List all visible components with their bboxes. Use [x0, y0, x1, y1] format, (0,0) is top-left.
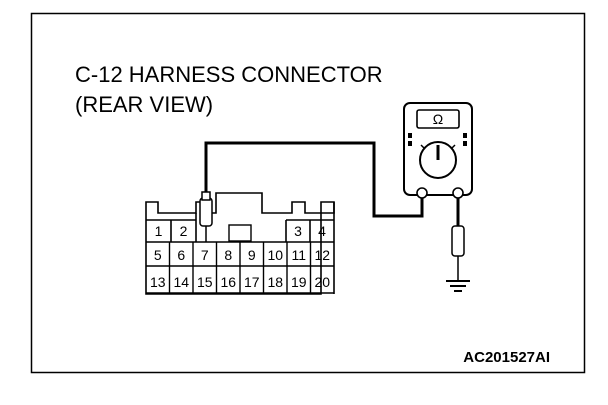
pin-label-10: 10 [267, 247, 283, 263]
pin-label-5: 5 [154, 247, 162, 263]
pin-label-11: 11 [291, 247, 306, 263]
meter-display [416, 109, 460, 129]
range-mark [408, 133, 412, 138]
pin-label-15: 15 [197, 274, 213, 290]
range-mark [463, 141, 467, 146]
pin-label-16: 16 [220, 274, 236, 290]
dial-tick [420, 144, 426, 150]
pin-label-1: 1 [155, 223, 163, 239]
pin-label-18: 18 [267, 274, 283, 290]
ground-probe-body [451, 225, 465, 257]
range-mark [463, 133, 467, 138]
diagram-title-line1: C-12 HARNESS CONNECTOR [75, 62, 383, 87]
probe-pin7 [199, 191, 213, 242]
figure-frame [30, 12, 586, 374]
connector-latch [228, 224, 252, 242]
pin-label-9: 9 [248, 247, 256, 263]
ohm-icon: Ω [433, 111, 443, 127]
pin-label-20: 20 [314, 274, 330, 290]
pin-label-19: 19 [291, 274, 307, 290]
probe-collar [201, 191, 211, 201]
figure-code: AC201527AI [463, 349, 550, 366]
pin-label-7: 7 [201, 247, 209, 263]
probe-body [199, 197, 213, 227]
pin-label-14: 14 [173, 274, 189, 290]
meter-jack-left [416, 187, 428, 199]
diagram-title-line2: (REAR VIEW) [75, 92, 213, 117]
pin-label-17: 17 [244, 274, 260, 290]
pin-label-3: 3 [294, 223, 302, 239]
pin-label-2: 2 [180, 223, 188, 239]
ground-lead [451, 198, 465, 280]
pin-label-4: 4 [318, 223, 326, 239]
pin-label-8: 8 [224, 247, 232, 263]
ground-icon [446, 280, 470, 292]
pin-label-6: 6 [177, 247, 185, 263]
pin-label-13: 13 [150, 274, 166, 290]
meter-jack-right [452, 187, 464, 199]
multimeter: Ω [403, 102, 473, 199]
dial-tick [450, 144, 456, 150]
test-lead-wire [204, 141, 424, 218]
range-mark [408, 141, 412, 146]
pin-label-12: 12 [314, 247, 330, 263]
